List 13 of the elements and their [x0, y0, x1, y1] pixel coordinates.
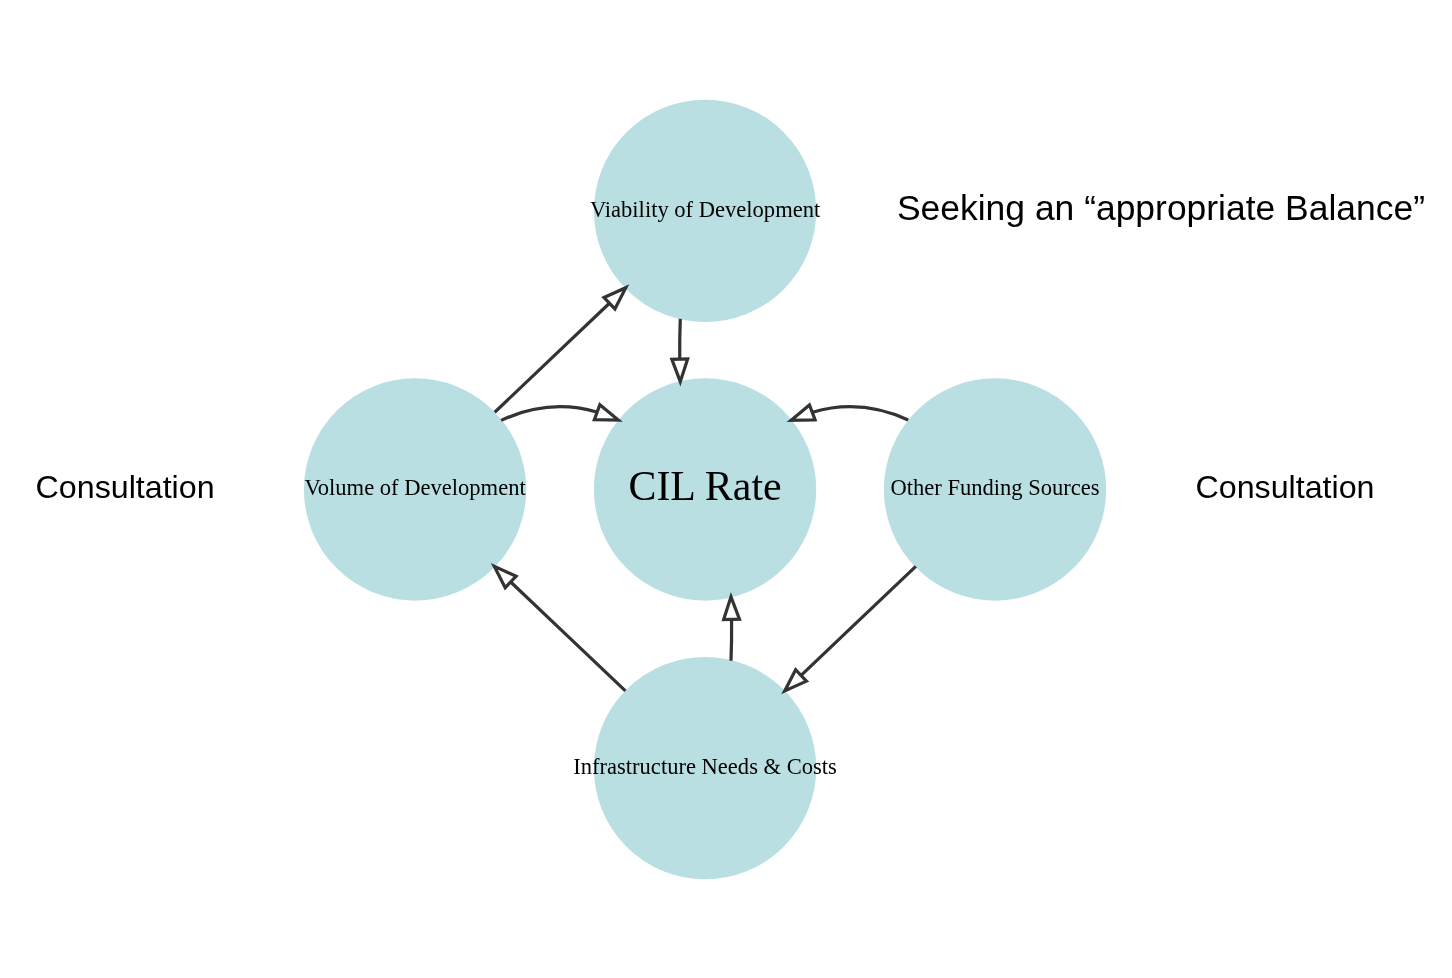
arrow — [786, 401, 909, 422]
label: Seeking an “appropriate Balance” — [896, 187, 1425, 228]
node-circle: Volume of Development — [303, 377, 527, 601]
arrow — [721, 591, 742, 661]
node-circle: Other Funding Sources — [883, 377, 1107, 601]
arrow — [500, 401, 623, 422]
arrow — [493, 283, 630, 413]
arrow — [669, 318, 690, 387]
node-label: Infrastructure Needs & Costs — [573, 753, 837, 779]
arrow — [781, 564, 917, 694]
label: Consultation — [35, 468, 215, 505]
label: Consultation — [1195, 468, 1375, 505]
arrow — [490, 562, 627, 692]
